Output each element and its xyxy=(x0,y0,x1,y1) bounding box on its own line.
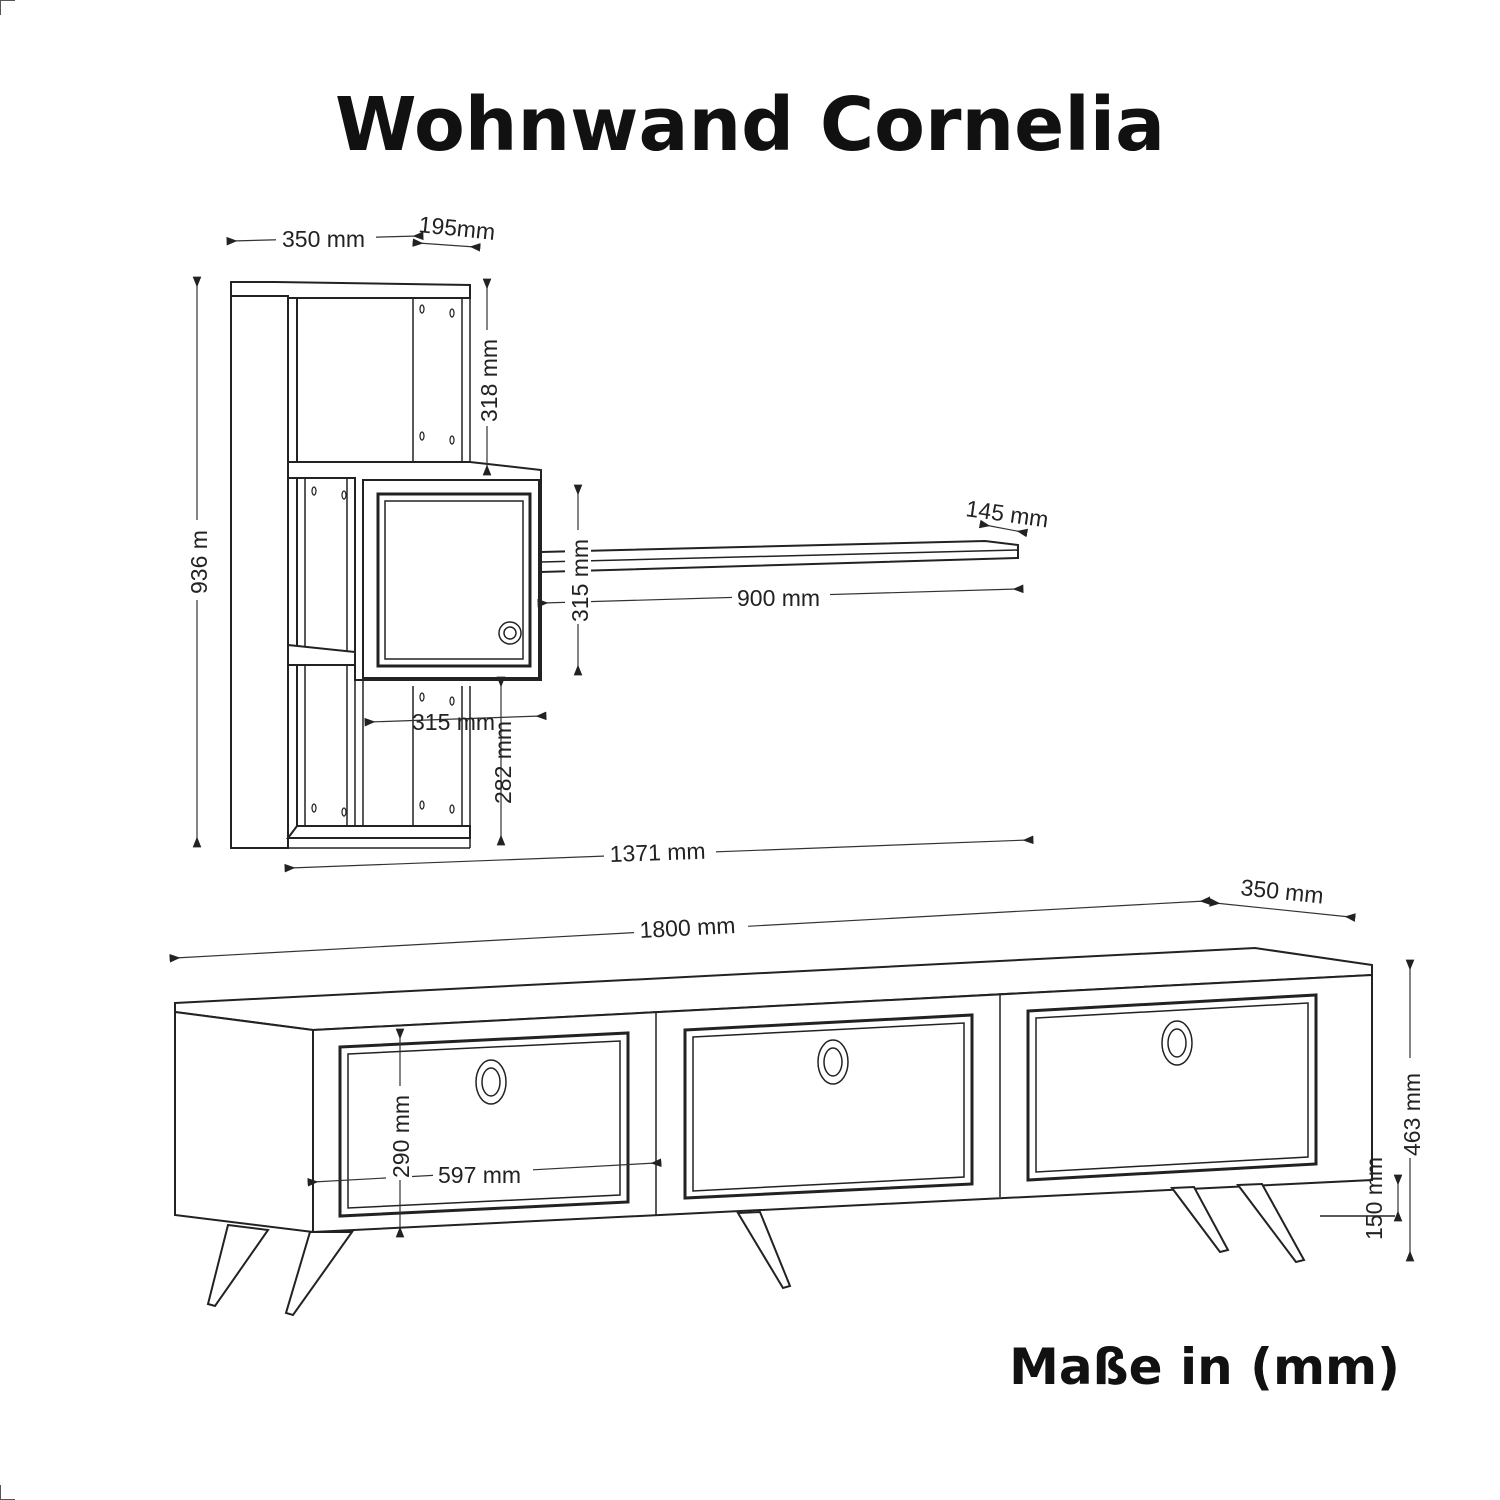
knob-icon xyxy=(475,1020,1193,1105)
wall-unit-depth-label: 195mm xyxy=(417,211,496,245)
crop-mark xyxy=(0,0,15,15)
upper-compartment-height-label: 318 mm xyxy=(476,339,502,422)
tv-unit-height-label: 463 mm xyxy=(1399,1073,1425,1156)
knob-icon xyxy=(498,621,522,645)
cabinet-width-label: 315 mm xyxy=(412,709,495,735)
lower-compartment-height-label: 282 mm xyxy=(490,721,516,804)
shelf-width-label: 900 mm xyxy=(737,585,820,611)
tv-unit-width-label: 1800 mm xyxy=(639,912,736,943)
tv-unit-depth-label: 350 mm xyxy=(1239,874,1324,909)
leg-height-label: 150 mm xyxy=(1361,1157,1387,1240)
drawer-width-label: 597 mm xyxy=(438,1162,521,1188)
page-title: Wohnwand Cornelia xyxy=(334,82,1166,168)
shelf-depth-label: 145 mm xyxy=(964,495,1050,532)
units-note: Maße in (mm) xyxy=(1009,1338,1400,1396)
wall-shelf-unit xyxy=(230,281,1019,849)
tv-unit xyxy=(174,946,1373,1317)
cabinet-height-label: 315 mm xyxy=(567,539,593,622)
wall-unit-width-label: 350 mm xyxy=(282,226,365,252)
drawer-height-label: 290 mm xyxy=(388,1095,414,1178)
legs xyxy=(206,1182,1306,1317)
wall-set-total-width-label: 1371 mm xyxy=(609,838,706,867)
wall-unit-height-label: 936 m xyxy=(186,530,212,594)
dimension-labels: 350 mm 195mm 936 m 318 mm 315 mm 900 mm … xyxy=(184,211,1425,1240)
crop-mark xyxy=(0,1485,15,1500)
